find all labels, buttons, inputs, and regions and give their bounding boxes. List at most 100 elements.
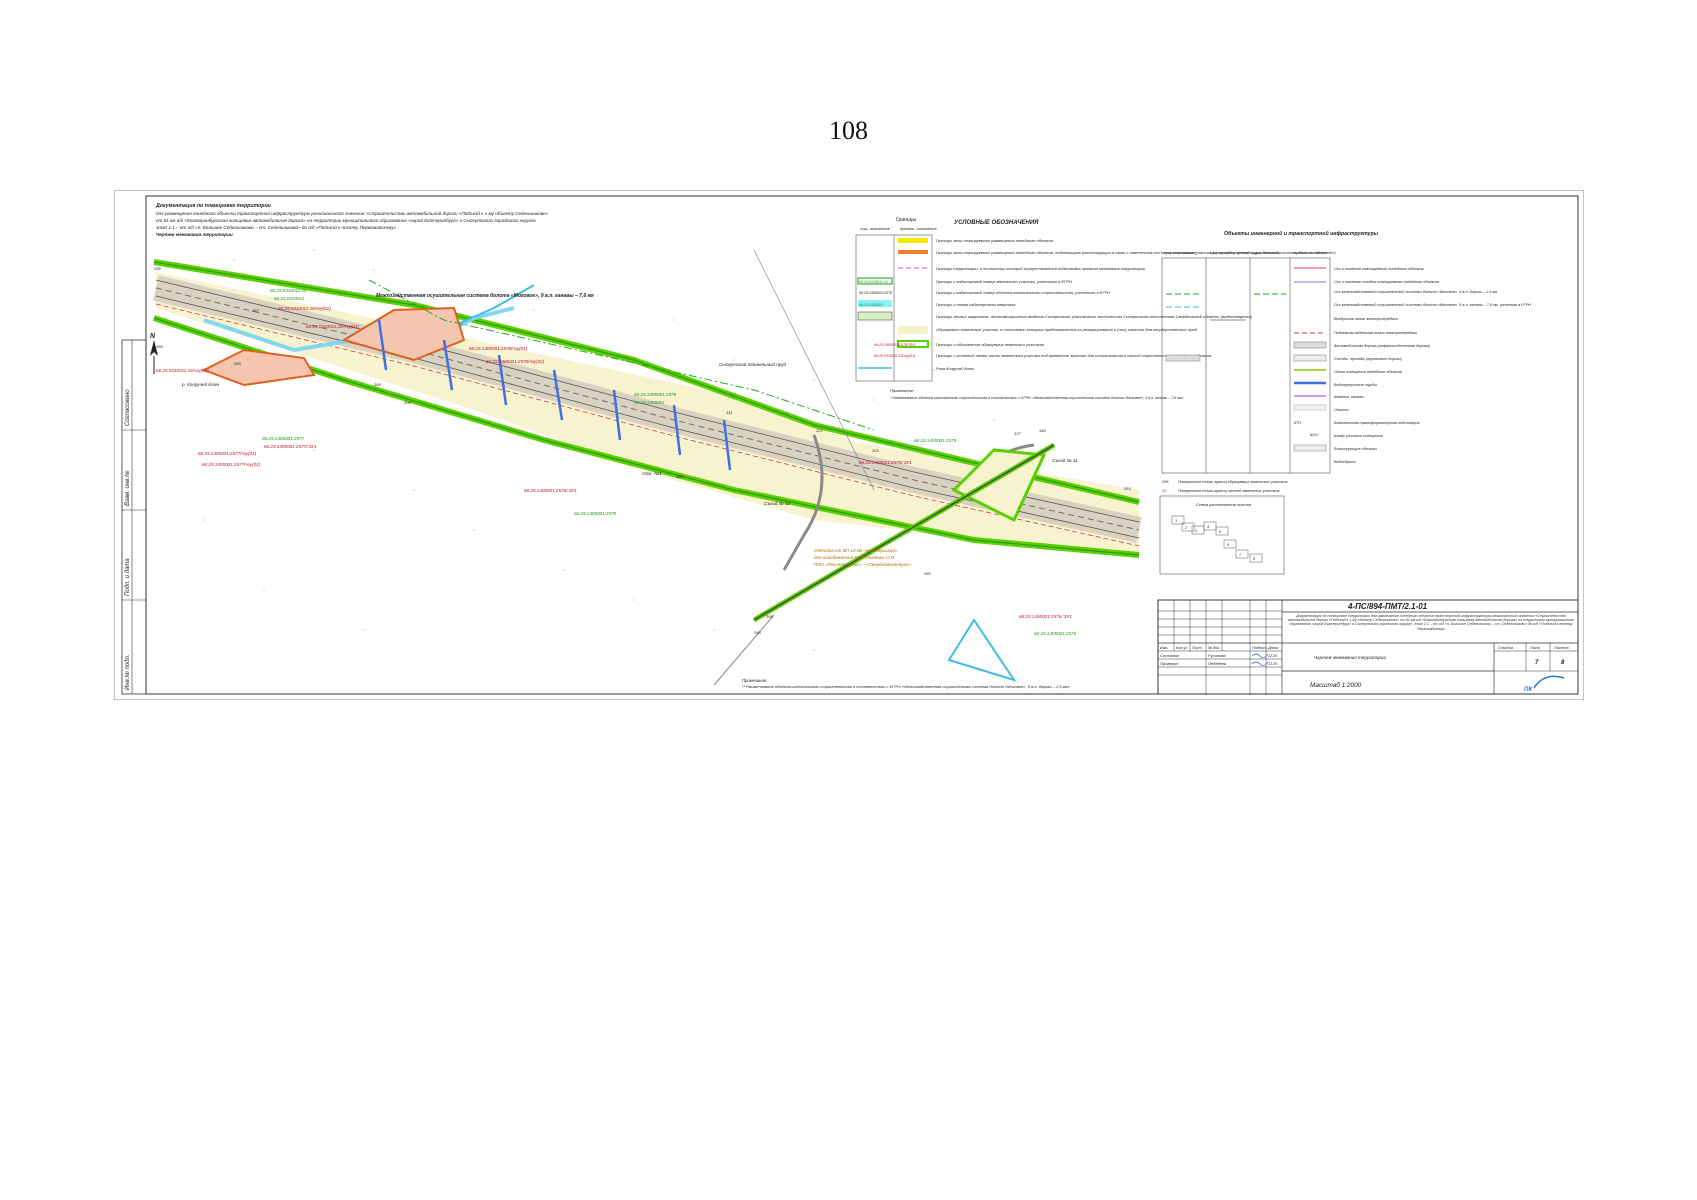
tb-signature-2 [1251,661,1269,666]
tb-head-2: Кол.уч [1176,646,1187,650]
parcel-green-5: 66:25:1405001:2577 [262,436,305,441]
legend-item-3: Границы территории, в отношении которой … [936,266,1146,271]
point-numbers: 298 287 289 290 305 309 311 322 323 328 … [153,266,1131,635]
parcels-green-labels: 66:25:0310011:16 66:25:0310011 66:25:140… [262,288,1077,636]
label-ramp-12: Съезд № 12 [764,501,790,506]
infra-point-sample-1: 298 [1161,480,1169,484]
header-line-4: этап 2.1 – от а/д «п. Большое Седельнико… [156,224,397,230]
legend-item-4: Границы и кадастровый номер земельного у… [936,279,1072,284]
legend-items: Границы зоны планируемого размещения лин… [936,238,1336,371]
tb-logo-swoosh [1533,675,1565,689]
tb-head-3: Лист [1191,646,1202,650]
legend-item-7: Границы лесных кварталов, лесотаксационн… [936,314,1253,319]
label-pipeline: Межхозяйственная осушительная система бо… [376,292,594,299]
stamp-sign-date: Подп. и дата [125,558,131,596]
point-2: 287 [251,308,259,313]
legend-item-11: Река Колручей Ключ [936,366,974,371]
culverts [377,319,732,471]
tb-description: Документация по планировке территории дл… [1288,614,1574,631]
point-5: 305 [374,382,381,387]
parcel-red-label-9: 66:25:1405001:2578/:ЗУ1 [524,488,577,493]
label-power-branch-2: для освобождения КФХ Ткаченко О.П. [814,555,895,560]
infra-item-8: Съезды, проезды (грунтовые дороги) [1334,357,1403,361]
label-power-owner: ПАО «Россети Урал» – «Свердловскэнерго» [814,562,911,567]
tb-name-2: Лебедева [1207,661,1227,666]
legend-item-10: Границы и условный номер части земельног… [936,353,1212,358]
tb-head-1: Изм. [1160,646,1168,650]
infra-item-5: Воздушная линия электропередачи [1334,317,1399,321]
railway-line [753,444,1055,621]
parcel-red-label-4: 66:25:1405001:2578/чзу(02) [486,359,545,364]
parcel-red-2 [201,348,316,387]
infra-point-sample-2: 10 [1162,489,1167,493]
parcel-red-label-7: 66:25:1405001:2577/чзу(02) [202,462,261,467]
parcel-red-1 [341,306,466,362]
tb-scale: Масштаб 1:2000 [1310,681,1362,689]
tb-sheet-title: Чертеж межевания территории [1314,655,1386,660]
parcel-red-label-6: 66:25:1405001:2577/чзу(01) [198,451,257,456]
label-note-title: Примечание: [742,678,767,683]
canal-branch [443,284,535,331]
scheme-sheet-4: 4 [1207,525,1209,529]
tb-role-2: Проверил [1160,661,1179,666]
scheme-sheet-3: 3 [1195,529,1197,533]
legend-code-1: 66:25:0310011:16 [859,280,888,284]
header-line-3: от 81 км а/д «Екатеринбургская кольцевая… [156,218,537,223]
tb-sheets-label: Листов [1553,645,1569,650]
ramp-12 [782,434,824,571]
infra-col-existing: сущ. сохраняемые [1164,251,1195,255]
tb-signature-1 [1251,653,1269,658]
tb-logo: ПК [1524,687,1533,693]
parcel-green-3: 66:25:1405001:2578 [634,392,677,397]
scheme-title: Схема расположения листов [1196,502,1251,507]
legend-group: Границы [896,217,916,223]
parcel-green-7: 66:25:1405001:2578 [574,511,617,516]
parcel-green-6: 66:25:1405001:2579 [914,438,957,443]
pond-triangle [947,618,1017,682]
tb-head-4: № док. [1208,646,1220,650]
parcel-red-label-11: 66:25:1405001:2576/:ЗУ1 [1019,614,1072,619]
point-6: 309 [404,400,411,405]
header-line-5: Чертеж межевания территории [156,232,233,237]
scheme-sheet-2: 2 [1184,526,1187,530]
parcel-red-label-5: 66:25:0310011:16/чзу(01) [156,368,209,373]
ramp-zone [951,448,1047,523]
parcels-red-labels: 66:25:0310011:16/чзу(02) 66:25:0310011:1… [156,306,1072,619]
road-axis [155,287,1140,531]
legend-title: УСЛОВНЫЕ ОБОЗНАЧЕНИЯ [954,220,1039,226]
page-number: 108 [829,116,868,145]
infra-points-note-2: Поворотные точки границ частей земельных… [1178,489,1280,493]
tb-sheets-total: 8 [1561,660,1565,666]
infra-item-13: Комплектная трансформаторная подстанция [1334,421,1419,425]
stamp-inventory: Инв.№ подл. [124,654,131,690]
infra-item-2: Ось и пикетаж съездов планируемого линей… [1334,280,1439,284]
drawing-svg: Согласовано Взам. инв.№ Подп. и дата Инв… [114,190,1584,700]
field-road [753,249,875,491]
header-line-1: Документация по планировке территории [155,203,272,209]
road-exit-south [713,614,775,686]
infra-item-1: Ось и пикетаж планируемого линейного объ… [1334,267,1424,271]
side-stamp: Согласовано Взам. инв.№ Подп. и дата Инв… [121,339,147,695]
legend-code-3: 66:25:1405001 [859,303,883,307]
infra-item-9: Линия освещения линейного объекта [1333,370,1402,374]
infra-item-11: Кюветы, канавы [1334,395,1364,399]
point-4: 290 [233,361,241,366]
north-label: N [150,333,156,340]
infra-ktp: КТП [1294,421,1301,425]
point-11: 337 [1014,431,1021,436]
label-tunnel: Сысертский тоннельный пруд [719,361,786,367]
parcel-red-label-2: 66:25:0310011:16/чзу(03) [306,324,359,329]
infra-item-15: Фильтрующие обочины [1334,447,1377,451]
label-km: Отк. №1 [642,471,662,476]
label-ramp-11: Съезд № 11 [1052,458,1078,463]
infra-col-removed: сущ. демонтир. [1254,251,1281,255]
point-8: 322 [816,428,823,433]
infra-item-14: Шкаф уличного освещения [1334,434,1383,438]
drawing-sheet: Согласовано Взам. инв.№ Подп. и дата Инв… [114,190,1584,700]
parcel-red-label-3: 66:25:1405001:2578/чзу(01) [469,346,528,351]
power-line [368,279,875,431]
parcel-green-2: 66:25:0310011 [274,296,305,301]
infra-item-16: Водосбросы [1334,460,1356,464]
scheme-sheet-8: 8 [1253,557,1255,561]
point-15: 358 [766,614,773,619]
